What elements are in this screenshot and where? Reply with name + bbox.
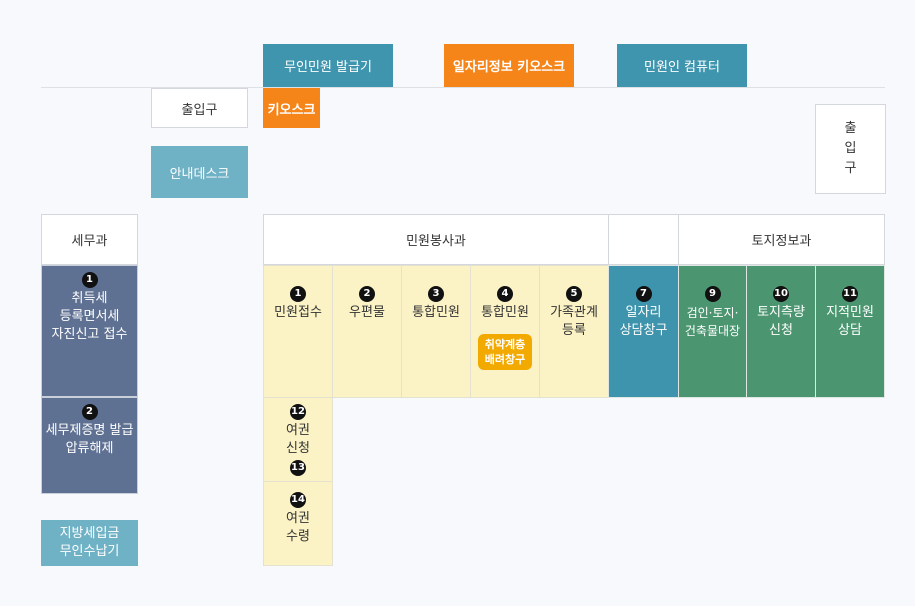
citizen-pc-label: 민원인 컴퓨터 [644, 60, 720, 75]
badge-line: 배려창구 [484, 353, 526, 366]
desk-label: 상담 [838, 323, 862, 338]
desk-label: 민원접수 [274, 305, 322, 320]
number-badge-icon: 1 [290, 286, 306, 302]
land-dept-header: 토지정보과 [678, 214, 885, 265]
number-badge-icon: 9 [704, 286, 721, 302]
tax-payment-machine[interactable]: 지방세입금 무인수납기 [41, 520, 138, 566]
desk-label: 건축물대장 [684, 324, 741, 338]
desk-label: 등록 [562, 323, 586, 338]
desk-label: 지적민원 [826, 305, 874, 320]
number-badge-icon: 2 [359, 286, 375, 302]
tax-desk-1-line: 등록면서세 [59, 309, 120, 324]
desk-label: 가족관계 [550, 305, 598, 320]
entrance-left[interactable]: 출입구 [151, 88, 248, 128]
desk-label: 통합민원 [412, 305, 460, 320]
entrance-left-label: 출입구 [181, 102, 218, 118]
civil-desk-2[interactable]: 2 우편물 [332, 265, 402, 398]
number-badge-icon: 4 [497, 286, 513, 302]
job-kiosk-button[interactable]: 일자리정보 키오스크 [444, 44, 574, 87]
desk-label: 수령 [286, 529, 310, 544]
tax-desk-1-line: 취득세 [71, 291, 108, 306]
tax-dept-title: 세무과 [71, 234, 108, 249]
entrance-right[interactable]: 출 입 구 [815, 104, 886, 194]
desk-label: 신청 [769, 323, 793, 338]
passport-apply-desk[interactable]: 12 여권 신청 13 [263, 397, 333, 482]
unmanned-issuer-label: 무인민원 발급기 [284, 60, 372, 75]
number-badge-icon: 3 [428, 286, 444, 302]
number-badge-icon: 11 [842, 286, 858, 302]
citizen-pc-button[interactable]: 민원인 컴퓨터 [617, 44, 747, 87]
entrance-right-char: 입 [844, 141, 857, 156]
badge-line: 취약계층 [484, 338, 526, 351]
civil-dept-header: 민원봉사과 [263, 214, 609, 265]
desk-label: 신청 [286, 441, 310, 456]
desk-label: 상담창구 [619, 323, 668, 338]
top-divider [41, 87, 885, 88]
desk-label: 우편물 [349, 305, 385, 320]
info-desk[interactable]: 안내데스크 [151, 146, 248, 198]
vulnerable-window-badge: 취약계층 배려창구 [477, 334, 533, 370]
number-badge-icon: 14 [290, 492, 306, 508]
kiosk-label: 키오스크 [267, 102, 316, 118]
number-badge-icon: 1 [81, 272, 98, 288]
tax-dept-header: 세무과 [41, 214, 138, 265]
number-badge-icon: 5 [566, 286, 582, 302]
desk-label: 검인·토지· [686, 306, 739, 320]
desk-label: 통합민원 [481, 305, 529, 320]
tax-desk-1-line: 자진신고 접수 [51, 327, 128, 342]
entrance-right-char: 구 [844, 161, 857, 176]
civil-desk-3[interactable]: 3 통합민원 [401, 265, 471, 398]
land-desk-9[interactable]: 9 검인·토지· 건축물대장 [678, 265, 747, 398]
desk-label: 일자리 [625, 305, 662, 320]
land-desk-11[interactable]: 11 지적민원 상담 [815, 265, 885, 398]
job-kiosk-label: 일자리정보 키오스크 [452, 60, 566, 75]
civil-dept-title: 민원봉사과 [406, 234, 466, 249]
entrance-right-char: 출 [844, 121, 857, 136]
civil-desk-4[interactable]: 4 통합민원 취약계층 배려창구 [470, 265, 540, 398]
civil-desk-1[interactable]: 1 민원접수 [263, 265, 333, 398]
civil-desk-5[interactable]: 5 가족관계 등록 [539, 265, 609, 398]
tax-desk-1[interactable]: 1 취득세 등록면서세 자진신고 접수 [41, 265, 138, 397]
number-badge-icon: 2 [81, 404, 98, 420]
tax-desk-2[interactable]: 2 세무제증명 발급 압류해제 [41, 397, 138, 494]
tax-desk-2-line: 세무제증명 발급 [45, 423, 134, 438]
tax-desk-2-line: 압류해제 [65, 441, 114, 456]
desk-label: 여권 [286, 423, 310, 438]
unmanned-issuer-button[interactable]: 무인민원 발급기 [263, 44, 393, 87]
tax-payment-line: 지방세입금 [59, 526, 120, 541]
tax-payment-line: 무인수납기 [59, 544, 120, 559]
desk-label: 여권 [286, 511, 310, 526]
number-badge-icon: 7 [635, 286, 652, 302]
passport-receive-desk[interactable]: 14 여권 수령 [263, 481, 333, 566]
desk-label: 토지측량 [757, 305, 805, 320]
land-desk-10[interactable]: 10 토지측량 신청 [746, 265, 816, 398]
info-desk-label: 안내데스크 [169, 166, 230, 182]
land-dept-title: 토지정보과 [751, 234, 812, 249]
kiosk-button[interactable]: 키오스크 [263, 88, 320, 128]
number-badge-icon: 10 [773, 286, 789, 302]
job-desk[interactable]: 7 일자리 상담창구 [608, 265, 679, 398]
number-badge-icon: 12 [290, 404, 306, 420]
number-badge-icon: 13 [290, 460, 306, 476]
header-spacer [608, 214, 679, 265]
